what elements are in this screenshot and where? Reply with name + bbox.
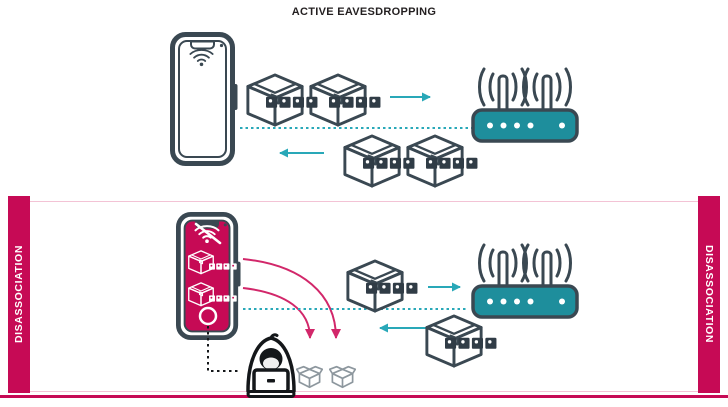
bottom-accent-line xyxy=(0,395,728,398)
packet-icon xyxy=(188,250,214,275)
banner-label-right: DISASSOCIATION xyxy=(703,245,715,344)
wifi-off-slash xyxy=(194,222,222,245)
phone-screen-content xyxy=(188,222,237,326)
intercept-arrow-icon xyxy=(242,287,315,339)
home-circle xyxy=(198,306,218,326)
bottom-scene xyxy=(178,214,579,398)
open-packet-icon xyxy=(296,365,323,389)
packet-icon xyxy=(188,282,214,307)
top-scene xyxy=(173,35,579,188)
page-title: ACTIVE EAVESDROPPING xyxy=(291,6,437,18)
open-packet-icon xyxy=(329,365,356,389)
router-icon xyxy=(471,67,579,143)
attacked-phone-icon xyxy=(178,214,240,337)
disassociation-bar-right: DISASSOCIATION xyxy=(698,196,720,393)
disassociation-bar-left: DISASSOCIATION xyxy=(8,196,30,393)
hacker-icon xyxy=(246,333,296,398)
victim-phone-icon xyxy=(173,35,238,164)
intercept-arrow-icon xyxy=(242,258,341,339)
router-icon xyxy=(471,243,579,319)
